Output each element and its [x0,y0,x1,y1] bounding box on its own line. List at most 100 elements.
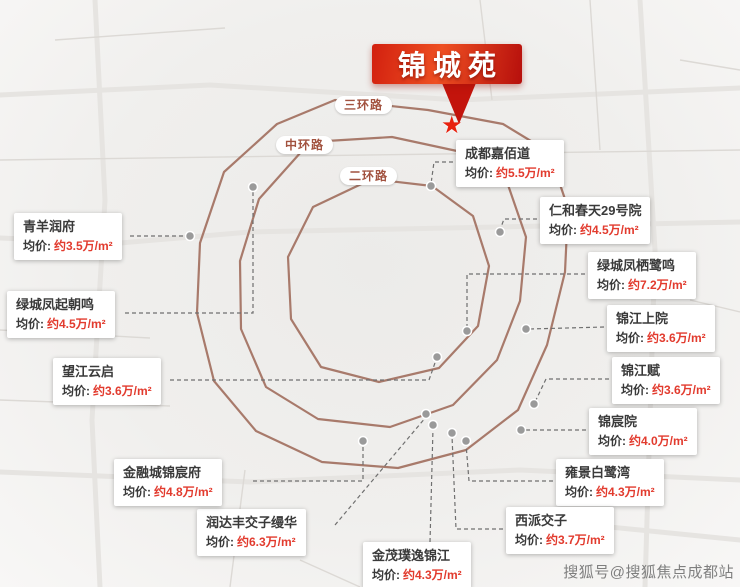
property-card: 西派交子 均价:约3.7万/m² [506,507,614,554]
map-marker-dot [247,181,259,193]
connector-line [534,378,609,403]
property-card: 雍景白鹭湾 均价:约4.3万/m² [556,459,664,506]
connector-line [465,443,553,482]
property-price: 均价:约3.6万/m² [621,381,711,399]
property-price: 均价:约4.3万/m² [565,483,655,501]
property-card: 成都嘉佰道 均价:约5.5万/m² [456,140,564,187]
property-name: 润达丰交子缦华 [206,515,298,530]
property-price: 均价:约3.5万/m² [23,237,113,255]
connector-line [499,218,537,231]
price-prefix: 均价: [515,532,543,547]
map-marker-dot [357,435,369,447]
connector-line [429,427,434,543]
property-name: 锦江赋 [621,363,661,378]
price-value: 约4.5万/m² [47,316,106,331]
ring-label-third: 三环路 [335,96,393,114]
property-name: 西派交子 [515,513,568,528]
price-prefix: 均价: [62,383,90,398]
price-prefix: 均价: [565,484,593,499]
property-name: 仁和春天29号院 [549,203,642,218]
project-star-marker: ★ [441,112,463,139]
watermark-text: 搜狐号@搜狐焦点成都站 [563,564,734,581]
marker-dots [184,180,540,447]
property-card: 金融城锦宸府 均价:约4.8万/m² [114,459,222,506]
property-card: 青羊润府 均价:约3.5万/m² [14,213,122,260]
property-name: 锦宸院 [598,414,638,429]
property-card: 锦江上院 均价:约3.6万/m² [607,305,715,352]
connector-line [253,444,364,482]
price-prefix: 均价: [206,534,234,549]
property-card: 绿城凤栖鹭鸣 均价:约7.2万/m² [588,252,696,299]
property-price: 均价:约7.2万/m² [597,276,687,294]
price-value: 约3.6万/m² [93,383,152,398]
property-card: 金茂璞逸锦江 均价:约4.3万/m² [363,542,471,587]
property-price: 均价:约4.5万/m² [549,221,641,239]
map-marker-dot [420,408,432,420]
property-price: 均价:约4.3万/m² [372,566,462,584]
price-value: 约5.5万/m² [496,165,555,180]
map-marker-dot [184,230,196,242]
property-name: 金融城锦宸府 [123,465,202,480]
map-marker-dot [427,419,439,431]
property-name: 成都嘉佰道 [465,146,531,161]
property-name: 锦江上院 [616,311,669,326]
price-value: 约3.5万/m² [54,238,113,253]
banner-tail [442,83,476,124]
price-value: 约3.6万/m² [652,382,711,397]
map-marker-dot [528,398,540,410]
map-marker-dot [431,351,443,363]
price-prefix: 均价: [616,330,644,345]
property-name: 金茂璞逸锦江 [372,548,451,563]
price-value: 约4.5万/m² [580,222,639,237]
price-value: 约3.6万/m² [647,330,706,345]
property-card: 润达丰交子缦华 均价:约6.3万/m² [197,509,307,556]
price-prefix: 均价: [597,277,625,292]
price-value: 约4.3万/m² [403,567,462,582]
connector-line [451,435,503,530]
property-name: 绿城凤起朝鸣 [16,297,95,312]
map-marker-dot [461,325,473,337]
price-value: 约7.2万/m² [628,277,687,292]
price-prefix: 均价: [598,433,626,448]
map-marker-dot [460,435,472,447]
property-price: 均价:约3.6万/m² [616,329,706,347]
map-marker-dot [520,323,532,335]
price-value: 约3.7万/m² [546,532,605,547]
price-prefix: 均价: [23,238,51,253]
property-card: 仁和春天29号院 均价:约4.5万/m² [540,197,651,244]
property-price: 均价:约4.8万/m² [123,483,213,501]
price-prefix: 均价: [465,165,493,180]
price-value: 约4.8万/m² [154,484,213,499]
price-value: 约6.3万/m² [237,534,296,549]
ring-label-middle: 中环路 [276,136,334,154]
map-marker-dot [515,424,527,436]
ring-road-inner [286,177,491,384]
map-marker-dot [425,180,437,192]
property-name: 雍景白鹭湾 [565,465,631,480]
property-name: 望江云启 [62,364,115,379]
connector-line [430,161,453,185]
property-price: 均价:约3.7万/m² [515,531,605,549]
project-title: 锦城苑 [397,50,503,81]
property-card: 望江云启 均价:约3.6万/m² [53,358,161,405]
connector-line [125,190,254,314]
price-value: 约4.3万/m² [596,484,655,499]
price-prefix: 均价: [549,222,577,237]
price-value: 约4.0万/m² [629,433,688,448]
price-prefix: 均价: [372,567,400,582]
price-prefix: 均价: [16,316,44,331]
property-card: 锦宸院 均价:约4.0万/m² [589,408,697,455]
connector-line [170,359,437,381]
connector-lines [125,161,609,543]
property-price: 均价:约4.0万/m² [598,432,688,450]
property-name: 绿城凤栖鹭鸣 [597,258,676,273]
property-price: 均价:约3.6万/m² [62,382,152,400]
property-price: 均价:约6.3万/m² [206,533,297,551]
property-price: 均价:约4.5万/m² [16,315,106,333]
price-prefix: 均价: [621,382,649,397]
price-prefix: 均价: [123,484,151,499]
map-marker-dot [446,427,458,439]
connector-line [334,416,427,526]
property-card: 绿城凤起朝鸣 均价:约4.5万/m² [7,291,115,338]
